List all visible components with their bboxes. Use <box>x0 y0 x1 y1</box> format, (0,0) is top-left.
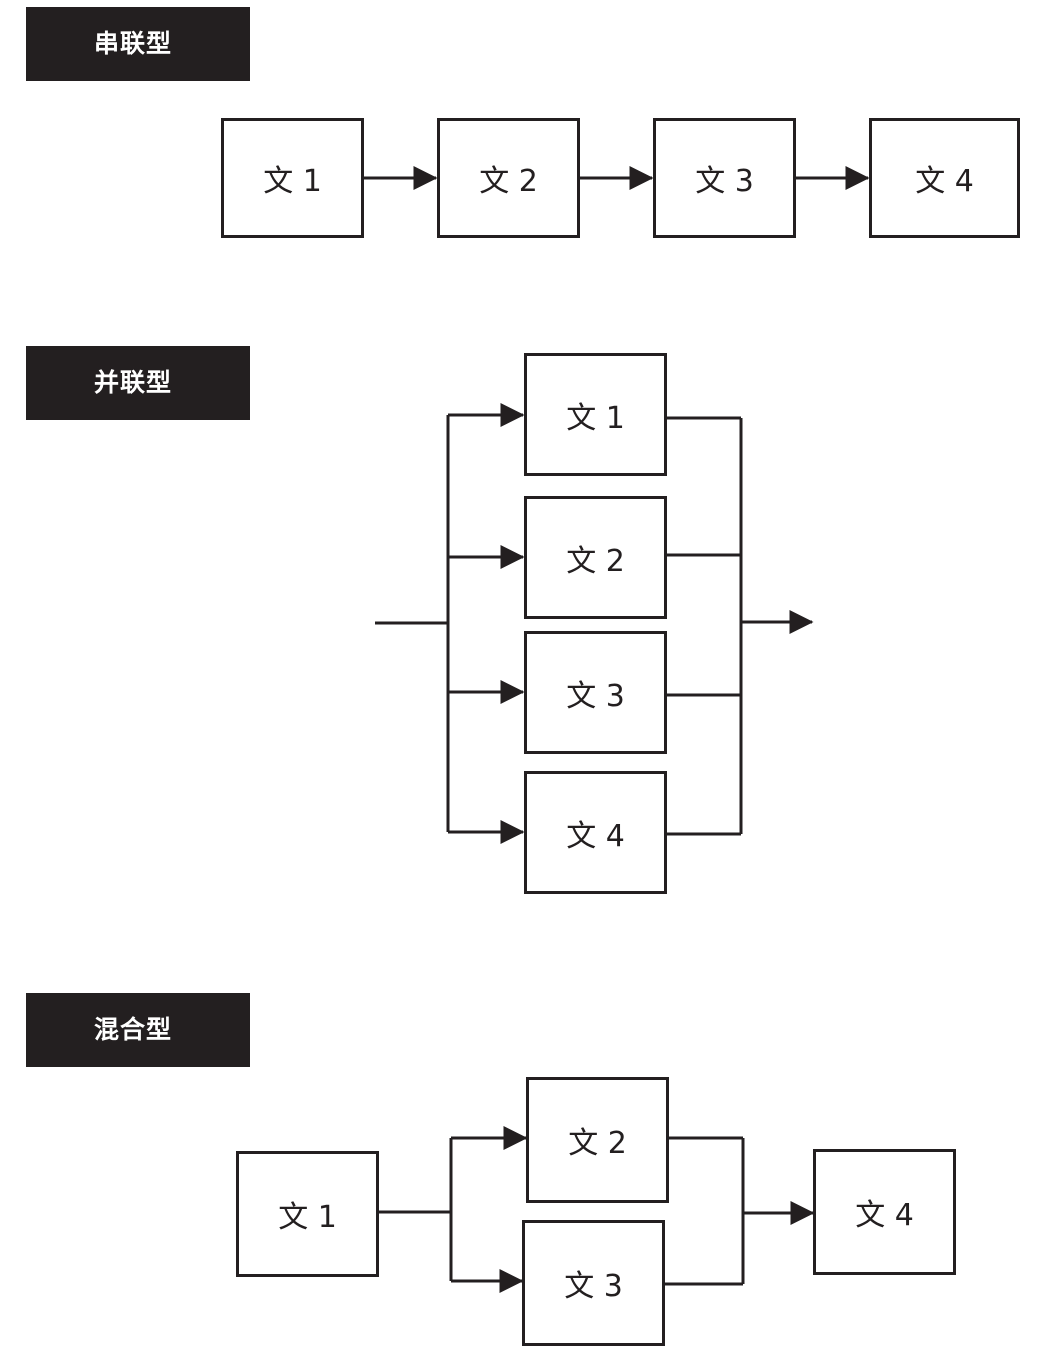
parallel-box-2: 文 2 <box>524 496 667 619</box>
series-box-1: 文 1 <box>221 118 364 238</box>
parallel-box-4: 文 4 <box>524 771 667 894</box>
series-box-4: 文 4 <box>869 118 1020 238</box>
parallel-section-label: 并联型 <box>26 346 250 420</box>
series-section-label: 串联型 <box>26 7 250 81</box>
hybrid-box-3: 文 3 <box>522 1220 665 1346</box>
hybrid-box-1: 文 1 <box>236 1151 379 1277</box>
series-box-3: 文 3 <box>653 118 796 238</box>
parallel-box-1: 文 1 <box>524 353 667 476</box>
hybrid-box-4: 文 4 <box>813 1149 956 1275</box>
hybrid-box-2: 文 2 <box>526 1077 669 1203</box>
hybrid-section-label: 混合型 <box>26 993 250 1067</box>
series-box-2: 文 2 <box>437 118 580 238</box>
parallel-box-3: 文 3 <box>524 631 667 754</box>
